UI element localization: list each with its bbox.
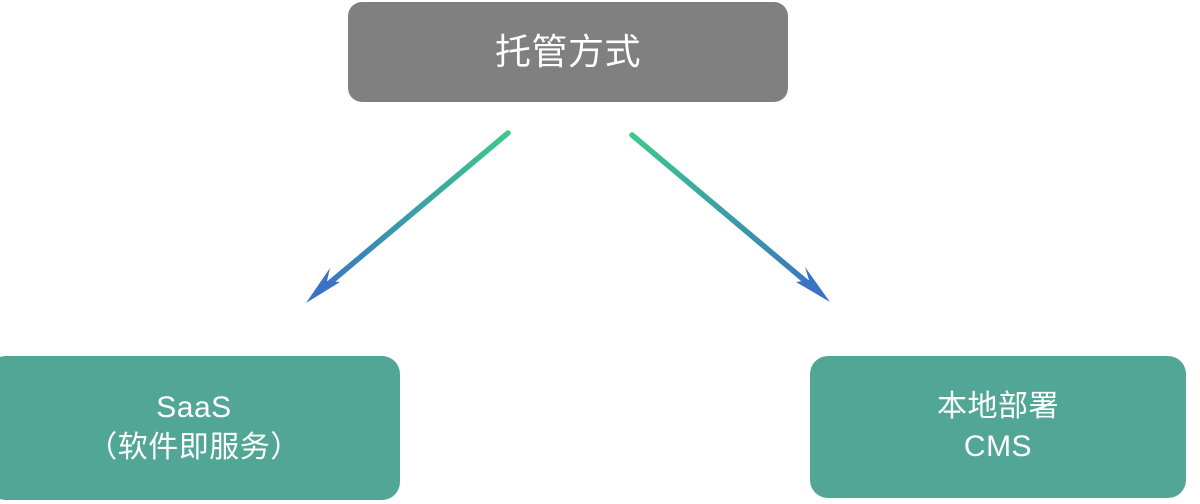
node-hosting-method[interactable]: 托管方式: [348, 2, 788, 102]
node-saas-label: SaaS （软件即服务）: [87, 391, 301, 464]
edge-root-to-onprem: [629, 132, 830, 302]
node-saas[interactable]: SaaS （软件即服务）: [0, 356, 400, 500]
node-on-premise-cms-label: 本地部署 CMS: [937, 390, 1059, 463]
node-on-premise-cms[interactable]: 本地部署 CMS: [810, 356, 1186, 498]
edge-root-to-saas: [306, 130, 511, 303]
node-hosting-method-label: 托管方式: [494, 31, 641, 73]
arrowhead-left-icon: [306, 268, 340, 303]
arrowhead-right-icon: [796, 267, 830, 302]
